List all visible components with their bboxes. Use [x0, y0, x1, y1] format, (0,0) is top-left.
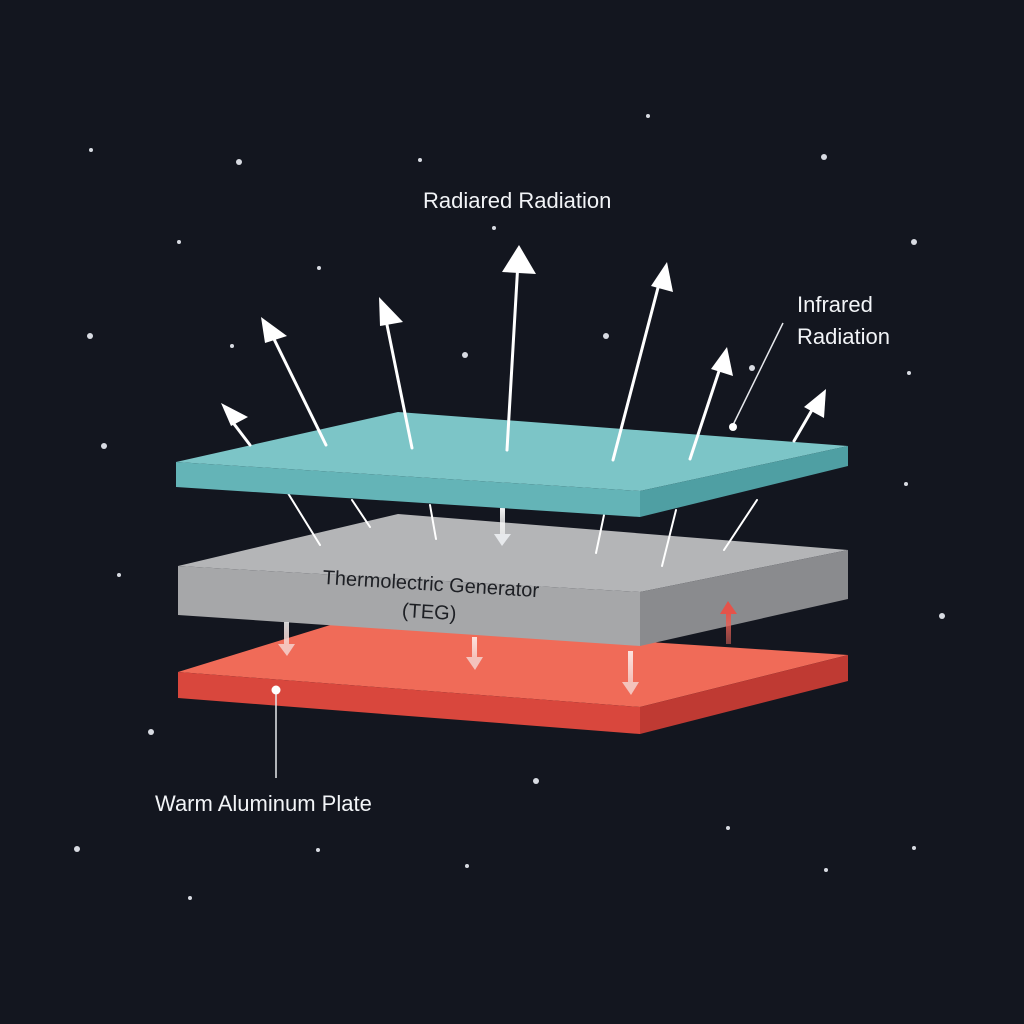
heat-flow-arrows-down [278, 622, 639, 695]
radiation-arrow-7 [792, 389, 826, 443]
warm-aluminum-plate-label: Warm Aluminum Plate [155, 791, 372, 816]
warm-aluminum-plate [178, 622, 848, 734]
radiation-arrows [221, 245, 826, 462]
leader-lines [271, 322, 784, 778]
infrared-label-line-1: Infrared [797, 292, 873, 317]
radiation-arrow-2 [261, 317, 328, 447]
radiation-arrow-1 [221, 403, 252, 447]
infrared-radiation-label: Infrared Radiation [797, 289, 890, 353]
star-field [74, 114, 945, 900]
heat-flow-arrow-down [494, 508, 511, 546]
teg-block [178, 514, 848, 646]
radiation-arrow-4 [502, 245, 536, 452]
radiation-arrow-5 [611, 262, 673, 462]
heat-flow-arrow-up [720, 601, 737, 644]
radiator-plate [176, 412, 848, 517]
radiation-arrow-3 [379, 297, 414, 450]
radiation-arrow-6 [688, 347, 733, 461]
radiated-radiation-label: Radiared Radiation [423, 188, 612, 213]
internal-radiation-lines [285, 489, 758, 567]
infrared-label-line-2: Radiation [797, 324, 890, 349]
